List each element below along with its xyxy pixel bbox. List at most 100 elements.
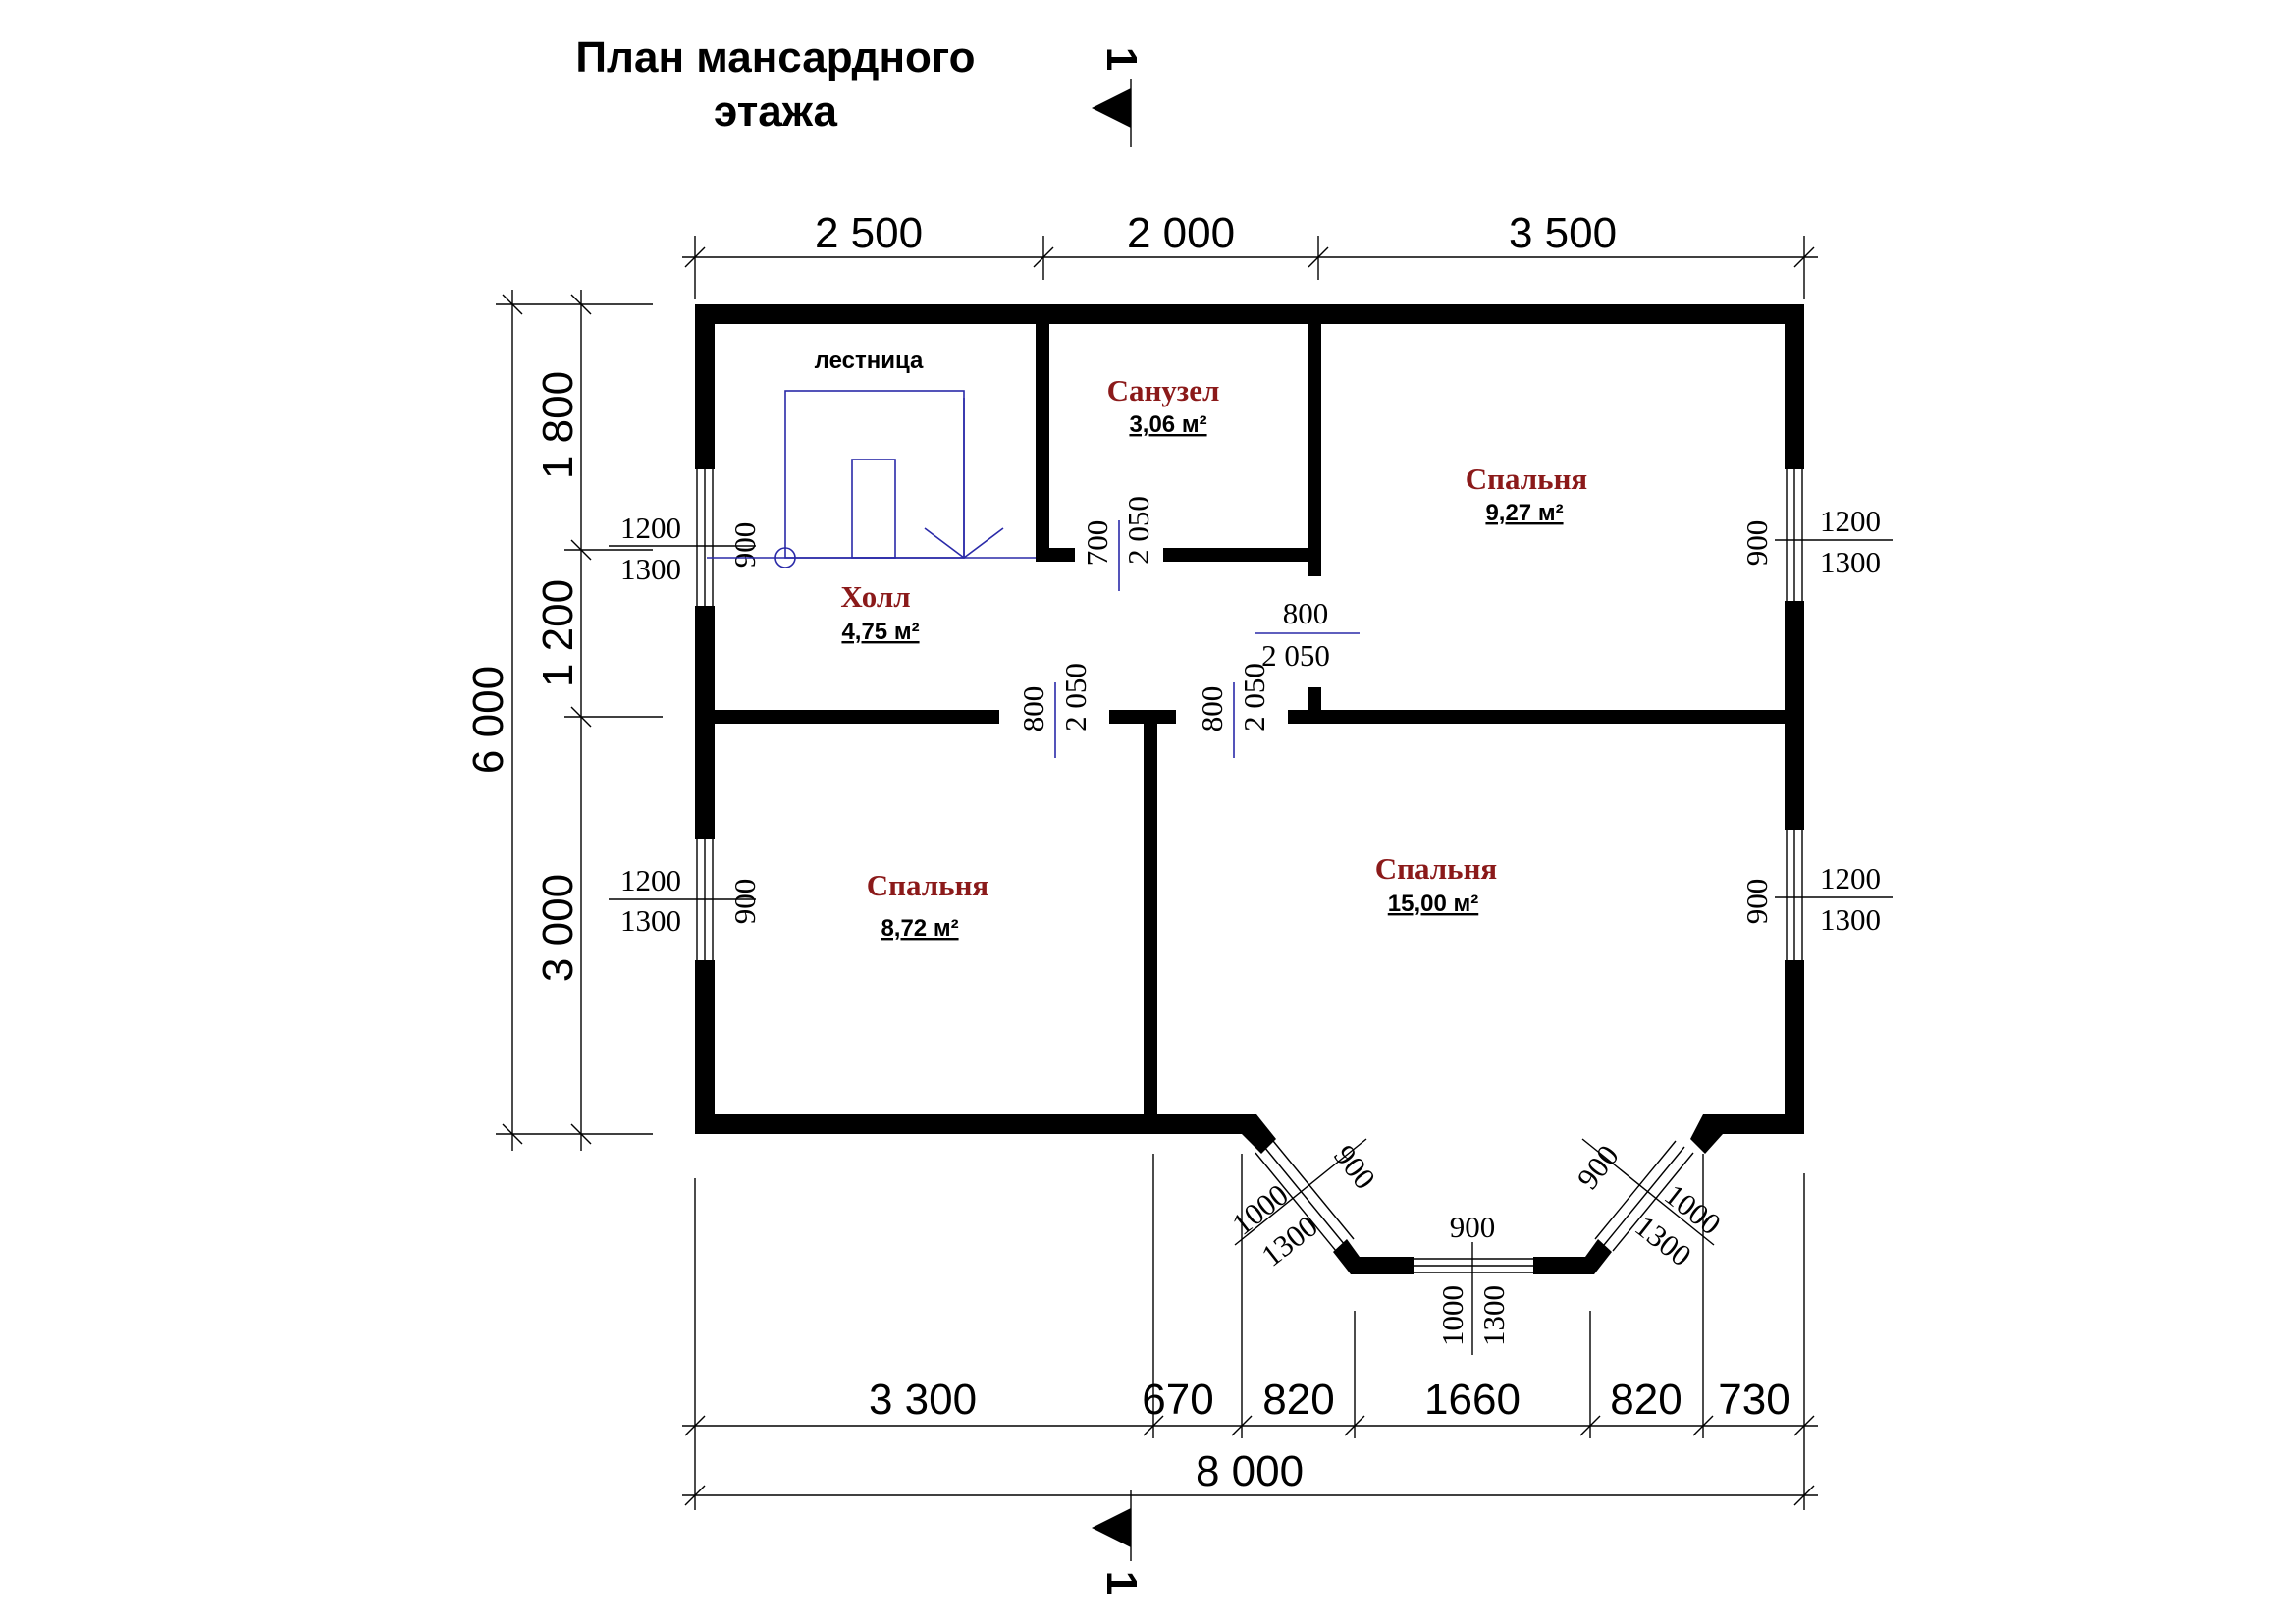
window-right-upper-width: 900 [1739, 520, 1774, 567]
room-hall-area: 4,75 м² [841, 619, 919, 645]
wall-stair-bath [1036, 316, 1049, 562]
room-labels: Санузел 3,06 м² Холл 4,75 м² Спальня 9,2… [840, 373, 1587, 942]
dim-bottom-label-6: 730 [1718, 1376, 1789, 1424]
window-left-upper-width: 900 [727, 522, 762, 568]
dim-top-label-2: 2 000 [1127, 209, 1235, 257]
room-bed3-name: Спальня [1375, 851, 1497, 886]
door-bed2-width: 800 [1016, 686, 1050, 732]
window-right-upper-sill: 1200 [1820, 504, 1881, 538]
door-bed1-width: 800 [1283, 596, 1329, 630]
dim-bottom-tick-3 [1231, 1415, 1253, 1436]
wall-bath-bottom-2 [1163, 548, 1321, 562]
window-bay-front: 900 1000 1300 [1414, 1210, 1533, 1355]
section-mark-bottom-arrow [1092, 1508, 1131, 1547]
window-left-lower-sill: 1200 [620, 863, 681, 897]
window-bay-left-width: 900 [1327, 1138, 1382, 1195]
stairs-core [851, 459, 896, 559]
dim-left-outer-label: 6 000 [464, 666, 512, 774]
stairs-label: лестница [815, 348, 924, 374]
wall-hall-bed2 [705, 710, 999, 724]
window-bay-front-width: 900 [1450, 1210, 1496, 1244]
walls [695, 304, 1804, 1274]
stairs: лестница [707, 348, 1036, 568]
dim-bottom-label-2: 670 [1142, 1376, 1213, 1424]
window-right-lower-width: 900 [1739, 879, 1774, 925]
dim-left-inner-label-1: 1 800 [534, 371, 582, 479]
plan-title-line1: План мансардного [575, 33, 975, 81]
dim-left-inner-label-2: 1 200 [534, 579, 582, 687]
dim-left-tick-2 [502, 1123, 523, 1145]
section-mark-top-label: 1 [1097, 47, 1146, 71]
wall-bay-left-top [1237, 1114, 1276, 1154]
dimension-left: 6 000 1 800 1 200 3 000 [464, 290, 663, 1151]
plan-title-line2: этажа [714, 87, 837, 135]
window-left-lower-height: 1300 [620, 903, 681, 938]
window-bay-left-leader [1234, 1138, 1367, 1246]
dim-top-tick-2 [1033, 246, 1054, 268]
wall-outer-right-3 [1785, 960, 1804, 1134]
window-left-upper-height: 1300 [620, 552, 681, 586]
door-bed2: 800 2 050 [1016, 663, 1093, 758]
wall-bay-left-bottom [1333, 1239, 1414, 1274]
wall-bay-right-top [1690, 1114, 1723, 1154]
wall-bath-bed1 [1308, 316, 1321, 576]
dim-bottom-tick-7 [1793, 1415, 1815, 1436]
wall-bath-bottom-1 [1036, 548, 1075, 562]
window-bay-left: 900 1000 1300 [1225, 1138, 1382, 1272]
window-bay-right-line-2 [1594, 1140, 1677, 1240]
room-bed1-name: Спальня [1466, 461, 1587, 496]
wall-outer-right-1 [1785, 304, 1804, 469]
window-right-upper-height: 1300 [1820, 545, 1881, 579]
room-bed3-area: 15,00 м² [1388, 891, 1478, 917]
wall-outer-bottom-right [1703, 1114, 1804, 1134]
window-bay-right-leader [1581, 1138, 1715, 1246]
dim-bottom-tick-6 [1692, 1415, 1714, 1436]
dim-bottom-label-1: 3 300 [869, 1376, 977, 1424]
wall-bay-right-bottom [1533, 1239, 1612, 1274]
dim-top-tick-1 [684, 246, 706, 268]
windows: 1200 1300 900 1200 1300 900 1200 1300 90… [609, 469, 1893, 1355]
window-bay-left-line-2 [1272, 1140, 1355, 1240]
door-bath-width: 700 [1080, 520, 1114, 567]
dim-bottom-tick-2 [1143, 1415, 1164, 1436]
dim-bottom-label-3: 820 [1262, 1376, 1334, 1424]
window-bay-front-sill: 1300 [1476, 1285, 1511, 1346]
section-mark-top: 1 [1092, 47, 1146, 147]
wall-outer-left-3 [695, 960, 715, 1134]
dim-bottom-label-4: 1660 [1424, 1376, 1521, 1424]
window-left-lower-width: 900 [727, 879, 762, 925]
window-left-lower: 1200 1300 900 [609, 839, 762, 960]
stairs-start-circle [774, 547, 796, 568]
door-bed3-height: 2 050 [1237, 663, 1271, 731]
dim-bottom-tick-1 [684, 1415, 706, 1436]
dim-left-tick-6 [570, 1123, 592, 1145]
doors: 700 2 050 800 2 050 800 2 050 800 2 050 [1016, 496, 1360, 758]
wall-outer-left-1 [695, 304, 715, 469]
door-bed1: 800 2 050 [1255, 596, 1360, 673]
dim-bottom-tick-8 [684, 1485, 706, 1506]
dim-bottom-tick-4 [1344, 1415, 1365, 1436]
dim-top-tick-4 [1793, 246, 1815, 268]
dim-top-label-1: 2 500 [815, 209, 923, 257]
window-bay-front-height: 1000 [1435, 1285, 1469, 1346]
door-bed2-height: 2 050 [1058, 663, 1093, 731]
dim-left-tick-3 [570, 294, 592, 315]
room-hall-name: Холл [840, 579, 910, 614]
door-bath-height: 2 050 [1121, 496, 1155, 565]
wall-hall-bed3 [1288, 710, 1790, 724]
door-bath: 700 2 050 [1080, 496, 1155, 591]
window-bay-right-line-3 [1612, 1152, 1694, 1252]
window-bay-right-width: 900 [1571, 1138, 1626, 1195]
dimension-top: 2 500 2 000 3 500 [682, 209, 1818, 299]
window-bay-right-line-1 [1603, 1146, 1685, 1246]
window-right-lower-sill: 1200 [1820, 861, 1881, 895]
room-bed2-name: Спальня [867, 868, 988, 902]
wall-outer-right-2 [1785, 601, 1804, 830]
room-bath-name: Санузел [1107, 373, 1220, 407]
window-left-upper-sill: 1200 [620, 511, 681, 545]
dim-bottom-total-label: 8 000 [1196, 1447, 1304, 1495]
room-bed2-area: 8,72 м² [881, 915, 958, 942]
wall-bed2-bed3 [1144, 717, 1157, 1121]
section-mark-bottom: 1 [1092, 1490, 1146, 1595]
